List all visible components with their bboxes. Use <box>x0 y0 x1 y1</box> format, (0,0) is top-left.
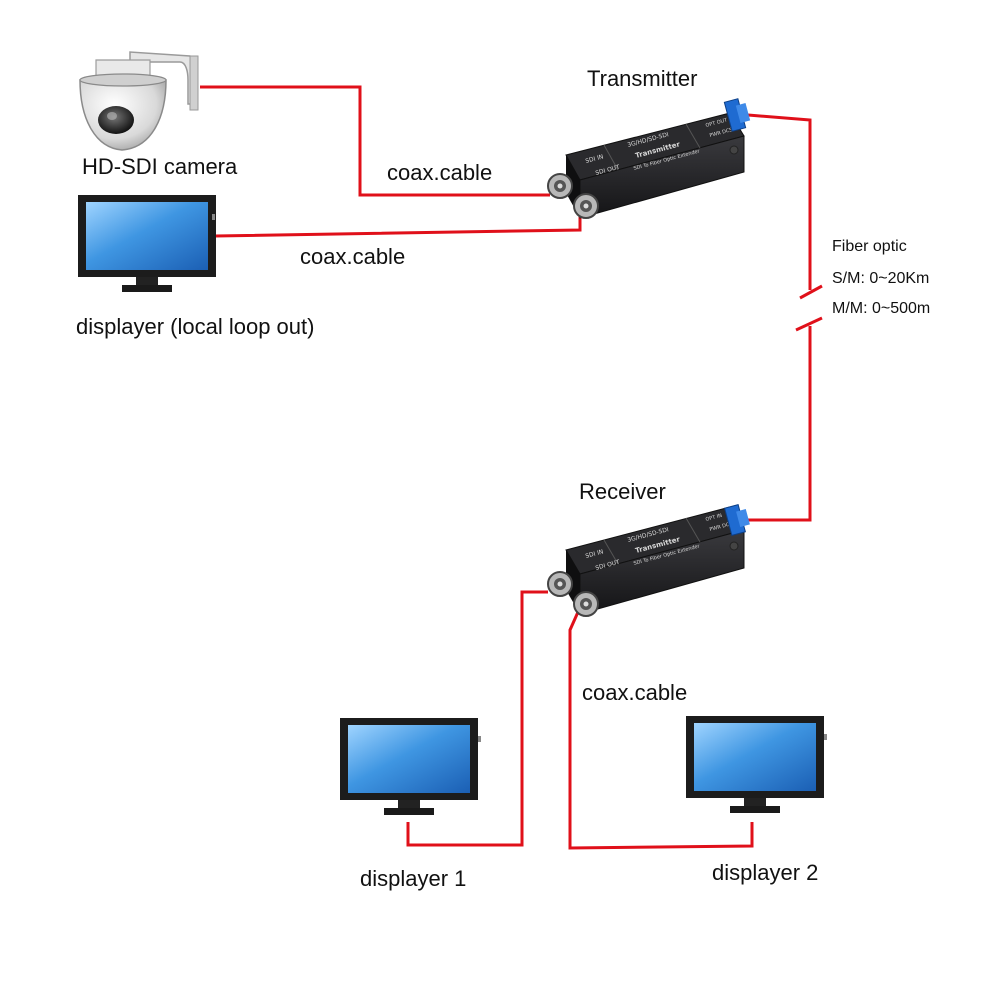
display-1-label: displayer 1 <box>360 866 467 891</box>
receiver-device: SDI IN SDI OUT 3G/HD/SD-SDI Transmitter … <box>547 504 750 617</box>
fiber-sm-spec: S/M: 0~20Km <box>832 270 930 287</box>
cables <box>200 85 823 850</box>
fiber-mm-spec: M/M: 0~500m <box>832 300 931 317</box>
fiber-break-mark-1 <box>799 284 823 300</box>
rx-port-opt-label: OPT IN <box>705 513 723 523</box>
transmitter-title: Transmitter <box>587 66 698 91</box>
coax-cable-label-top: coax.cable <box>387 160 493 185</box>
monitor-icon-local <box>78 195 216 292</box>
local-display-label: displayer (local loop out) <box>76 314 315 339</box>
transmitter-device: SDI IN SDI OUT 3G/HD/SD-SDI Transmitter … <box>547 98 751 219</box>
tx-port-in-label: SDI IN <box>585 153 605 165</box>
tx-fiber-connector <box>723 98 751 132</box>
monitor-icon-display-1 <box>340 718 481 815</box>
rx-bnc-connectors <box>547 571 599 617</box>
fiber-cable-top <box>747 113 812 290</box>
tx-bnc-connectors <box>547 173 599 219</box>
fiber-cable-bottom <box>748 326 812 522</box>
camera-label: HD-SDI camera <box>82 154 238 179</box>
fiber-break-mark-2 <box>795 316 823 332</box>
coax-cable-label-mid: coax.cable <box>300 244 406 269</box>
coax-cable-display-2 <box>568 611 754 850</box>
display-2-label: displayer 2 <box>712 860 819 885</box>
coax-cable-local-display <box>214 206 582 238</box>
tx-port-opt-label: OPT OUT <box>705 117 729 129</box>
coax-cable-display-1 <box>406 590 548 847</box>
coax-cable-camera <box>200 85 550 197</box>
rx-port-in-label: SDI IN <box>585 548 605 560</box>
receiver-title: Receiver <box>579 479 666 504</box>
rx-fiber-connector <box>724 504 750 536</box>
dome-camera-icon <box>79 51 199 151</box>
coax-cable-label-bottom: coax.cable <box>582 680 688 705</box>
fiber-optic-title: Fiber optic <box>832 238 907 255</box>
monitor-icon-display-2 <box>686 716 827 813</box>
